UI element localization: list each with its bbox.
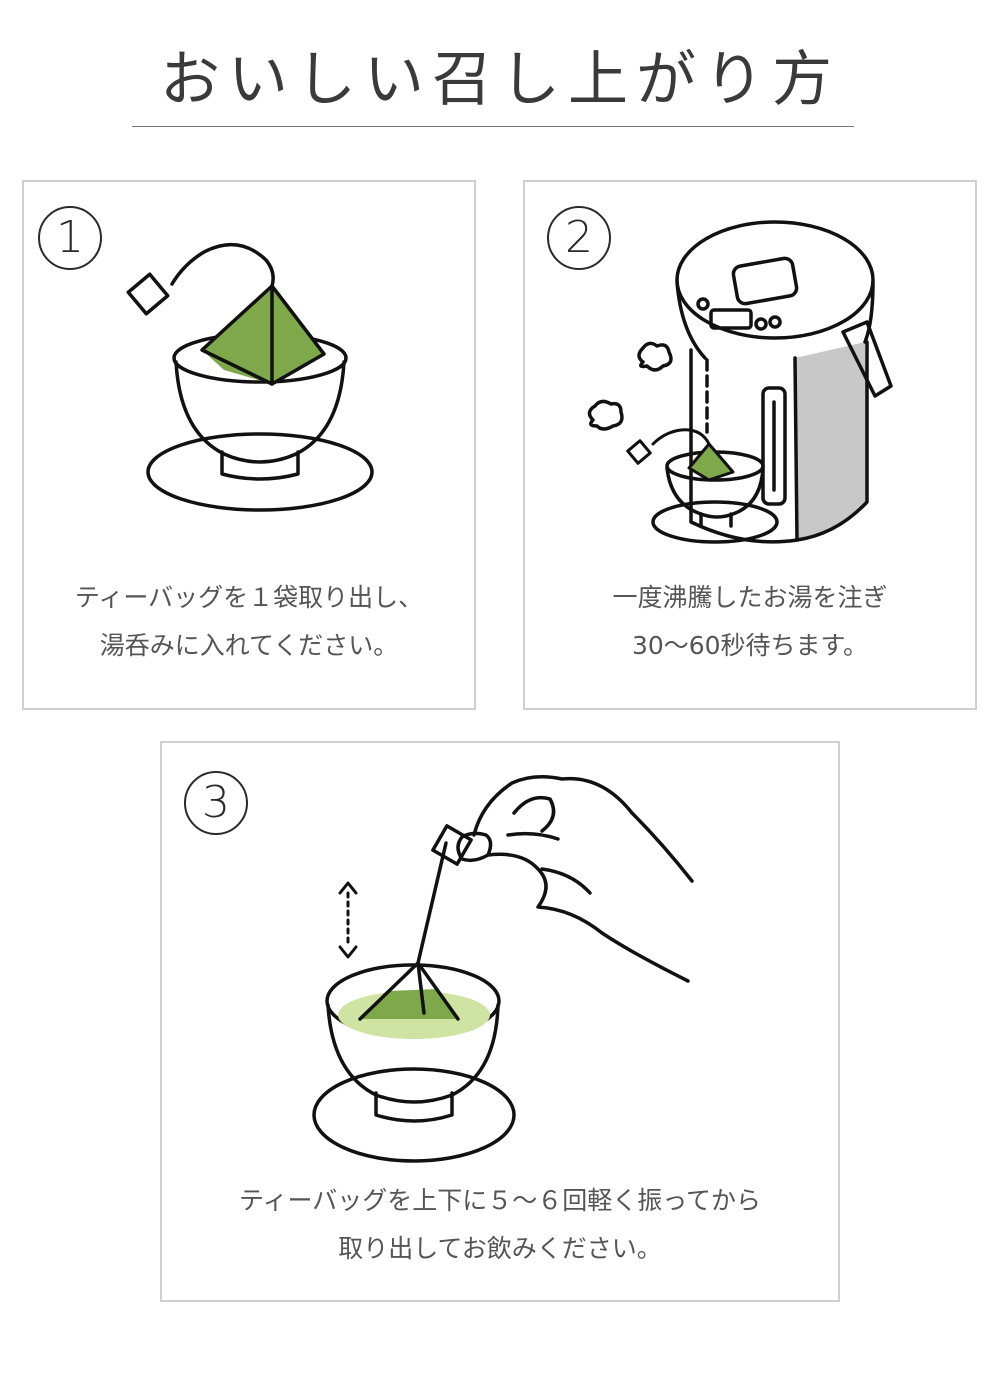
up-down-arrow-icon	[338, 881, 358, 959]
step-number-3: 3	[184, 771, 248, 835]
step-caption-3: ティーバッグを上下に５～６回軽く振ってから 取り出してお飲みください。	[238, 1186, 761, 1263]
kettle-handle	[841, 320, 893, 398]
thumb	[456, 831, 493, 863]
kettle-shade	[795, 342, 867, 540]
cup-body	[326, 1003, 500, 1104]
saucer-shape	[312, 1067, 516, 1163]
step-caption-1: ティーバッグを１袋取り出し、 湯呑みに入れてください。	[74, 583, 424, 660]
kettle-display	[709, 308, 753, 330]
cup-body	[174, 360, 346, 464]
step-card-3: 3	[160, 741, 840, 1302]
small-teabag-fill	[689, 444, 733, 480]
hand-dipping-teabag-icon	[312, 775, 694, 1163]
teabag-string	[416, 841, 448, 965]
teabag-tag	[126, 272, 170, 316]
kettle-window	[761, 386, 787, 506]
teabag-in-cup-icon	[126, 242, 374, 512]
small-cup	[665, 466, 765, 519]
teabag-string	[170, 242, 275, 288]
hand-outline	[472, 775, 694, 883]
page-title: おいしい召し上がり方	[160, 45, 840, 115]
saucer-shape	[146, 432, 374, 512]
step-number-1: 1	[38, 206, 102, 270]
kettle-button	[731, 256, 799, 306]
teabag-outline	[200, 284, 326, 386]
teabag-tag	[431, 824, 473, 866]
step-number-2: 2	[547, 206, 611, 270]
electric-kettle-pouring-icon	[587, 220, 893, 544]
kettle-lid	[675, 220, 875, 340]
teabag-fill	[202, 286, 324, 384]
step-card-2: 2	[523, 180, 977, 710]
title-underline	[132, 126, 854, 127]
cup-foot	[220, 450, 300, 481]
step-caption-2: 一度沸騰したお湯を注ぎ 30～60秒待ちます。	[612, 583, 888, 660]
steam-icon	[637, 341, 673, 372]
small-saucer	[651, 500, 779, 544]
step-card-1: 1 ティーバッグを１袋取り出し、 湯呑みに入れてください。	[22, 180, 476, 710]
